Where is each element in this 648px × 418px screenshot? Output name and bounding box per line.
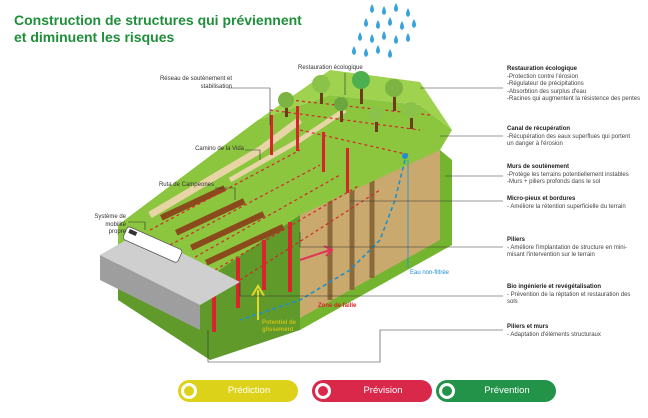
page-title: Construction de structures qui prévienne… — [14, 12, 374, 46]
label-systeme-line2: mobilité — [105, 221, 126, 228]
title-line-1: Construction de structures qui prévienne… — [14, 12, 302, 28]
slip-arrow — [251, 284, 265, 320]
panel-line: -Récupération des eaux superflues qui po… — [507, 133, 631, 140]
legend-label: Prédiction — [227, 385, 271, 396]
panel-piliers: Piliers - Améliore l'implantation de str… — [507, 237, 645, 260]
legend-label: Prévision — [363, 385, 403, 396]
rain-drops — [352, 3, 416, 58]
panel-heading: Bio ingénierie et revégétalisation — [507, 284, 602, 290]
plateau — [258, 70, 452, 130]
panel-heading: Micro-pieux et bordures — [507, 196, 576, 202]
mobility-platform — [100, 255, 200, 330]
panel-line: -Racines qui augmentent la résistence de… — [507, 96, 641, 103]
legend-prediction: Prédiction — [178, 380, 298, 402]
label-systeme-line3: propre — [108, 229, 126, 235]
panel-heading: Piliers et murs — [507, 324, 549, 330]
label-potentiel: Potentiel de glissement — [262, 320, 296, 334]
panel-line: - Améliore l'implantation de structure e… — [507, 244, 627, 251]
water-source — [402, 153, 408, 159]
fault-arrow — [299, 245, 334, 261]
label-reseau-line2: stabilisation — [200, 83, 232, 90]
panel-heading: Murs de soutènement — [507, 164, 570, 170]
label-systeme-line1: Système de — [94, 214, 126, 220]
panel-line: -Régulateur de précipitations — [507, 81, 584, 88]
legend-label: Prévention — [484, 385, 530, 396]
legend-prevention: Prévention — [436, 380, 556, 402]
train — [122, 226, 183, 263]
panel-line: -Murs + piliers profonds dans le sol — [507, 179, 601, 186]
trees — [278, 71, 419, 132]
road-camino — [228, 107, 347, 183]
label-ruta: Ruta de Campeones — [158, 182, 214, 188]
ring-icon — [181, 383, 197, 399]
panel-murs: Murs de soutènement -Protège les terrain… — [507, 164, 645, 187]
panel-heading: Restauration écologique — [507, 66, 578, 72]
panel-line: misant l'intervention sur le terrain — [507, 252, 595, 259]
panel-line: sols — [507, 299, 518, 306]
title-line-2: et diminuent les risques — [14, 29, 175, 45]
panel-heading: Canal de récupération — [507, 126, 571, 132]
label-potentiel-line1: Potentiel de — [262, 320, 297, 326]
label-systeme: Système de mobilité propre — [80, 214, 126, 237]
ring-icon — [439, 383, 455, 399]
label-reseau: Réseau de soutènement et stabilisation — [140, 76, 232, 91]
mobility-deck — [100, 232, 240, 305]
panel-micro-pieux: Micro-pieux et bordures - Améliore la ré… — [507, 196, 645, 211]
water-channel — [239, 159, 406, 321]
label-reseau-line1: Réseau de soutènement et — [159, 76, 232, 82]
panel-piliers-murs: Piliers et murs - Adaptation d'éléments … — [507, 324, 645, 339]
legend-prevision: Prévision — [312, 380, 432, 402]
panel-canal: Canal de récupération -Récupération des … — [507, 126, 645, 149]
panel-heading: Piliers — [507, 237, 526, 243]
retaining-walls — [160, 185, 285, 266]
label-camino: Camino de la Vida — [195, 146, 244, 152]
panel-line: - Prévention de la réptation et restaura… — [507, 291, 631, 298]
ring-icon — [315, 383, 331, 399]
panel-line: -Absorbtion des surplus d'eau — [507, 88, 587, 95]
label-restauration: Restauration écologique — [298, 65, 363, 71]
panel-line: -Protection contre l'érosion — [507, 73, 579, 80]
panel-line: - Améliore la rétention superficielle du… — [507, 203, 626, 210]
anchor-lines — [149, 99, 431, 281]
panel-restauration: Restauration écologique -Protection cont… — [507, 66, 645, 104]
panel-bio-ingenierie: Bio ingénierie et revégétalisation - Pré… — [507, 284, 645, 307]
panel-line: un danger à l'érosion — [507, 141, 563, 148]
panel-line: -Protège les terrains potentiellement in… — [507, 171, 629, 178]
label-potentiel-line2: glissement — [262, 327, 294, 333]
label-zone-faille: Zone de faille — [318, 303, 357, 309]
panel-line: - Adaptation d'éléments structuraux — [507, 331, 601, 338]
leader-lines — [128, 73, 503, 363]
label-eau: Eau non-filtrée — [410, 270, 450, 276]
